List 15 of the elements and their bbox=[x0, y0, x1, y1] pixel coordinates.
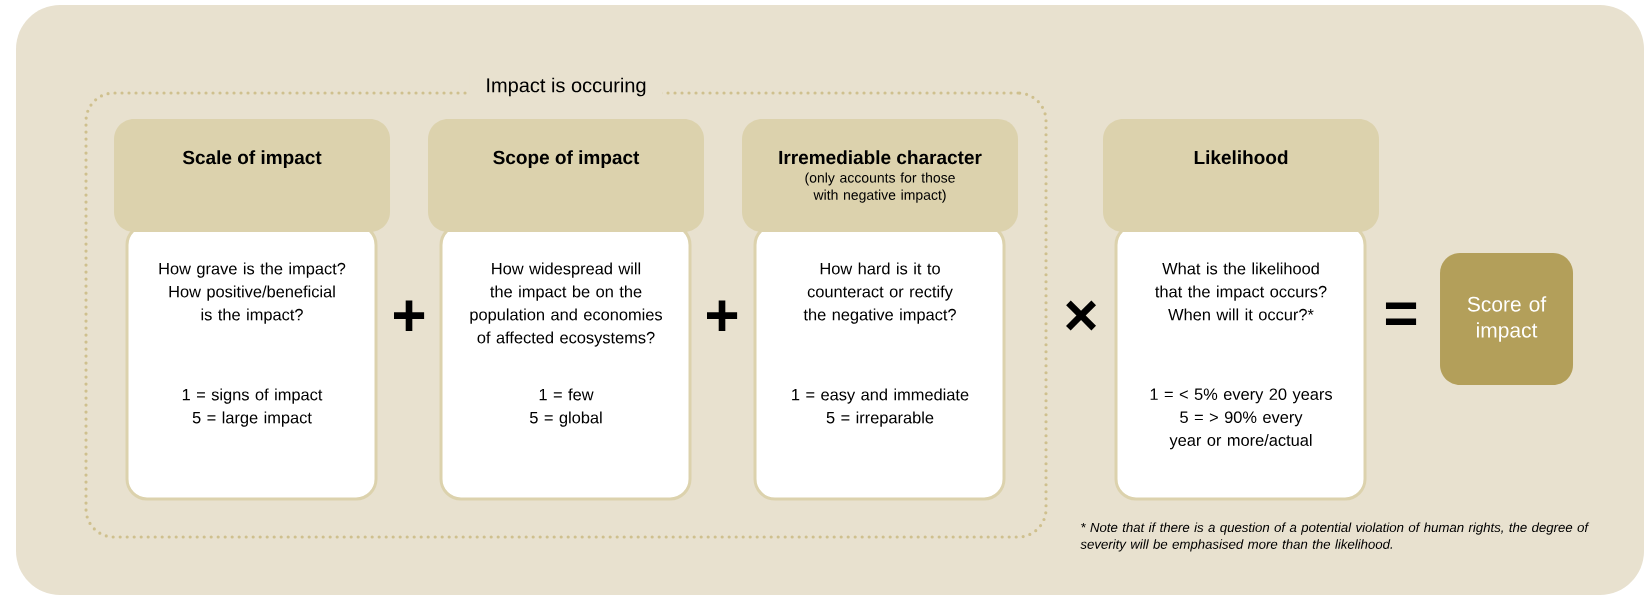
operator-symbol: = bbox=[1385, 302, 1417, 326]
result-box: Score of impact bbox=[1440, 253, 1573, 385]
footnote: * Note that if there is a question of a potential violation of human rights, the degree of severity will be emphasised more than the likelihood. bbox=[1080, 522, 1590, 552]
criterion-card: Irremediable character (only accounts for those with negative impact) How hard is it to counteract or rectify the negative impact? 1 = easy and immediate 5 = irreparable bbox=[742, 119, 1018, 501]
node-label: (only accounts for those with negative impact) bbox=[805, 172, 955, 203]
node-label: Scope of impact bbox=[493, 150, 640, 168]
operator-symbol: × bbox=[1066, 300, 1096, 331]
criterion-card: Likelihood What is the likelihood that the impact occurs? When will it occur?* 1 = < 5% every 20 years 5 = > 90% every year or more/actual bbox=[1103, 119, 1379, 501]
node-label: Irremediable character bbox=[779, 150, 982, 165]
node-label: Likelihood bbox=[1194, 150, 1288, 165]
criterion-card: Scale of impact How grave is the impact? How positive/beneficial is the impact? 1 = signs of impact 5 = large impact bbox=[114, 119, 390, 501]
operator-symbol: + bbox=[707, 300, 738, 331]
node-label: Scale of impact bbox=[182, 150, 322, 168]
criterion-card: Scope of impact How widespread will the impact be on the population and economies of affected ecosystems? 1 = few 5 = global bbox=[428, 119, 704, 501]
operator-symbol: + bbox=[394, 300, 425, 331]
